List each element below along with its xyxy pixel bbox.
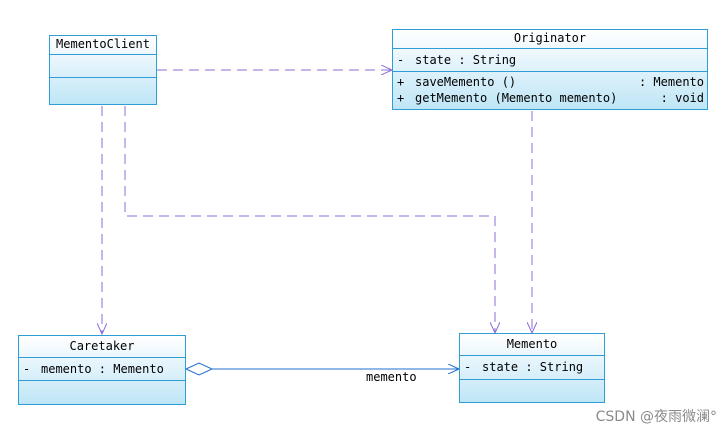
- attributes-compartment: - state : String: [460, 356, 604, 380]
- class-memento[interactable]: Memento - state : String: [459, 333, 605, 403]
- attribute-row: - state : String: [393, 52, 707, 68]
- operation-text: saveMemento (): [415, 75, 517, 89]
- visibility-marker: -: [464, 360, 472, 374]
- attribute-row: - state : String: [460, 359, 604, 375]
- attribute-row: - memento : Memento: [19, 361, 185, 377]
- operations-compartment: [460, 380, 604, 403]
- dependency-client-memento: [124, 106, 495, 333]
- operation-row: + getMemento (Memento memento) : void: [393, 90, 707, 106]
- class-name: MementoClient: [50, 36, 156, 55]
- visibility-marker: +: [397, 91, 405, 105]
- class-name: Caretaker: [19, 336, 185, 358]
- association-role-label: memento: [366, 370, 417, 384]
- operation-row: + saveMemento () : Memento: [393, 74, 707, 90]
- visibility-marker: -: [23, 362, 31, 376]
- operation-return: : void: [660, 91, 704, 105]
- aggregation-diamond: [184, 362, 214, 376]
- visibility-marker: -: [397, 53, 405, 67]
- attribute-text: state : String: [415, 53, 517, 67]
- attributes-compartment: - state : String: [393, 49, 707, 72]
- operations-compartment: [50, 78, 156, 106]
- attribute-text: state : String: [482, 360, 584, 374]
- class-mementoclient[interactable]: MementoClient: [49, 35, 157, 105]
- operation-text: getMemento (Memento memento): [415, 91, 618, 105]
- class-caretaker[interactable]: Caretaker - memento : Memento: [18, 335, 186, 405]
- class-originator[interactable]: Originator - state : String + saveMement…: [392, 29, 708, 110]
- operations-compartment: + saveMemento () : Memento + getMemento …: [393, 72, 707, 106]
- attributes-compartment: [50, 55, 156, 78]
- class-name: Memento: [460, 334, 604, 356]
- watermark: CSDN @夜雨微澜°: [595, 409, 717, 425]
- operations-compartment: [19, 381, 185, 405]
- visibility-marker: +: [397, 75, 405, 89]
- class-name: Originator: [393, 30, 707, 49]
- attribute-text: memento : Memento: [41, 362, 164, 376]
- operation-return: : Memento: [638, 75, 704, 89]
- attributes-compartment: - memento : Memento: [19, 358, 185, 381]
